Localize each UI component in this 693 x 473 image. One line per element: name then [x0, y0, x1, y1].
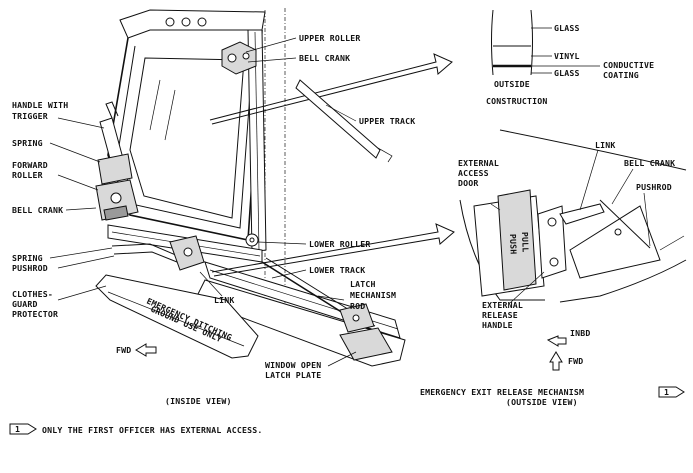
fwd-arrow-icon: [135, 343, 157, 357]
badge-number-footer: 1: [15, 424, 20, 434]
callout-arrow-upper-icon: [209, 53, 453, 125]
label-clothes-guard-2: GUARD: [12, 299, 38, 309]
label-bell-crank-left: BELL CRANK: [12, 205, 63, 215]
label-outside-view: (OUTSIDE VIEW): [506, 397, 578, 407]
inside-view-drawing: EMERGENCY DITCHING GROUND USE ONLY: [49, 8, 455, 367]
label-glass-top: GLASS: [554, 23, 580, 33]
label-lower-track: LOWER TRACK: [309, 265, 365, 275]
label-window-latch-1: WINDOW OPEN: [265, 360, 321, 370]
label-clothes-guard-1: CLOTHES-: [12, 289, 53, 299]
label-external-release-3: HANDLE: [482, 320, 513, 330]
fwd-arrow-right-icon: [549, 351, 563, 371]
label-vinyl: VINYL: [554, 51, 580, 61]
label-pushrod-left: PUSHROD: [12, 263, 48, 273]
label-bell-crank-top: BELL CRANK: [299, 53, 350, 63]
label-external-release-1: EXTERNAL: [482, 300, 523, 310]
label-spring-lower: SPRING: [12, 253, 43, 263]
label-pushrod-right: PUSHROD: [636, 182, 672, 192]
label-window-latch-2: LATCH PLATE: [265, 370, 321, 380]
label-emergency-title: EMERGENCY EXIT RELEASE MECHANISM: [420, 387, 584, 397]
label-latch-rod-3: ROD: [350, 301, 365, 311]
label-pull: PULL: [520, 232, 531, 253]
construction-detail: [491, 9, 600, 76]
label-external-door-1: EXTERNAL: [458, 158, 499, 168]
label-fwd-left: FWD: [116, 345, 131, 355]
note-badge-footer: 1: [9, 423, 37, 435]
label-handle-with-trigger-1: HANDLE WITH: [12, 100, 68, 110]
note-text: ONLY THE FIRST OFFICER HAS EXTERNAL ACCE…: [42, 425, 263, 435]
label-inbd: INBD: [570, 328, 591, 338]
label-construction: CONSTRUCTION: [486, 96, 548, 106]
label-spring-upper: SPRING: [12, 138, 43, 148]
label-forward-roller-2: ROLLER: [12, 170, 43, 180]
label-forward-roller-1: FORWARD: [12, 160, 48, 170]
label-handle-with-trigger-2: TRIGGER: [12, 111, 48, 121]
label-link-right: LINK: [595, 140, 616, 150]
badge-number-title: 1: [664, 387, 669, 397]
label-latch-rod-2: MECHANISM: [350, 290, 396, 300]
outside-view-drawing: PUSH PULL: [459, 129, 687, 371]
label-fwd-right: FWD: [568, 356, 583, 366]
label-conductive-2: COATING: [603, 70, 639, 80]
label-link-left: LINK: [214, 295, 235, 305]
label-outside: OUTSIDE: [494, 79, 530, 89]
label-glass-bottom: GLASS: [554, 68, 580, 78]
label-upper-roller: UPPER ROLLER: [299, 33, 361, 43]
label-push: PUSH: [508, 234, 519, 255]
inbd-arrow-icon: [546, 335, 567, 347]
label-external-door-2: ACCESS: [458, 168, 489, 178]
note-badge-title: 1: [658, 386, 685, 398]
callout-arrow-lower-icon: [211, 223, 455, 277]
label-conductive-1: CONDUCTIVE: [603, 60, 654, 70]
label-bell-crank-right: BELL CRANK: [624, 158, 675, 168]
label-external-release-2: RELEASE: [482, 310, 518, 320]
label-latch-rod-1: LATCH: [350, 279, 376, 289]
label-upper-track: UPPER TRACK: [359, 116, 415, 126]
label-clothes-guard-3: PROTECTOR: [12, 309, 58, 319]
label-external-door-3: DOOR: [458, 178, 479, 188]
label-lower-roller: LOWER ROLLER: [309, 239, 371, 249]
label-inside-view: (INSIDE VIEW): [165, 396, 232, 406]
